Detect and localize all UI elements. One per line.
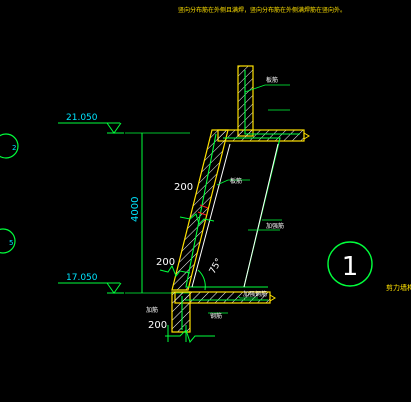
drawing-note: 竖向分布筋在外侧且满焊，竖向分布筋在外侧满焊筋在竖向外。 xyxy=(178,6,346,14)
elevation-bottom-label: 17.050 xyxy=(66,273,98,283)
leaders xyxy=(208,84,290,314)
height-dimension-label: 4000 xyxy=(130,197,141,222)
slab-bottom-dimension: 200 xyxy=(156,257,175,268)
detail-caption: 剪力墙构件 xyxy=(386,283,411,292)
detail-callout xyxy=(327,241,373,287)
upper-slab xyxy=(217,129,305,142)
inner-outline xyxy=(191,143,279,288)
detail-number: 1 xyxy=(342,252,359,282)
top-rebar-label: 板筋 xyxy=(266,76,278,84)
slab-top-dimension: 200 xyxy=(174,182,193,193)
section-marker-label-bottom: 5 xyxy=(9,239,13,247)
lower-wall-stub xyxy=(171,291,191,333)
inclined-wall xyxy=(171,129,229,291)
section-marker-label-top: 2 xyxy=(12,144,16,152)
wall-rebar-label: 板筋 xyxy=(230,177,242,185)
left-rebar-label: 加筋 xyxy=(146,306,158,314)
elevation-top: 21.050 xyxy=(58,113,124,134)
right-rebar-label: 加强钢筋 xyxy=(243,290,267,298)
section-cut-marks xyxy=(197,204,209,216)
inner-rebar-label: 加强筋 xyxy=(266,222,284,230)
lower-slab-break xyxy=(269,294,276,302)
section-marker-left-top xyxy=(0,133,19,159)
break-symbols xyxy=(159,213,215,344)
elevation-bottom: 17.050 xyxy=(58,273,124,294)
angle-label: 75° xyxy=(208,257,225,276)
elevation-top-label: 21.050 xyxy=(66,113,98,123)
section-marker-left-bottom xyxy=(0,228,16,254)
mid-rebar-label: 钢筋 xyxy=(210,312,222,320)
base-dimension: 200 xyxy=(148,320,167,331)
angle-arc xyxy=(197,269,206,291)
upper-slab-break xyxy=(303,132,310,140)
